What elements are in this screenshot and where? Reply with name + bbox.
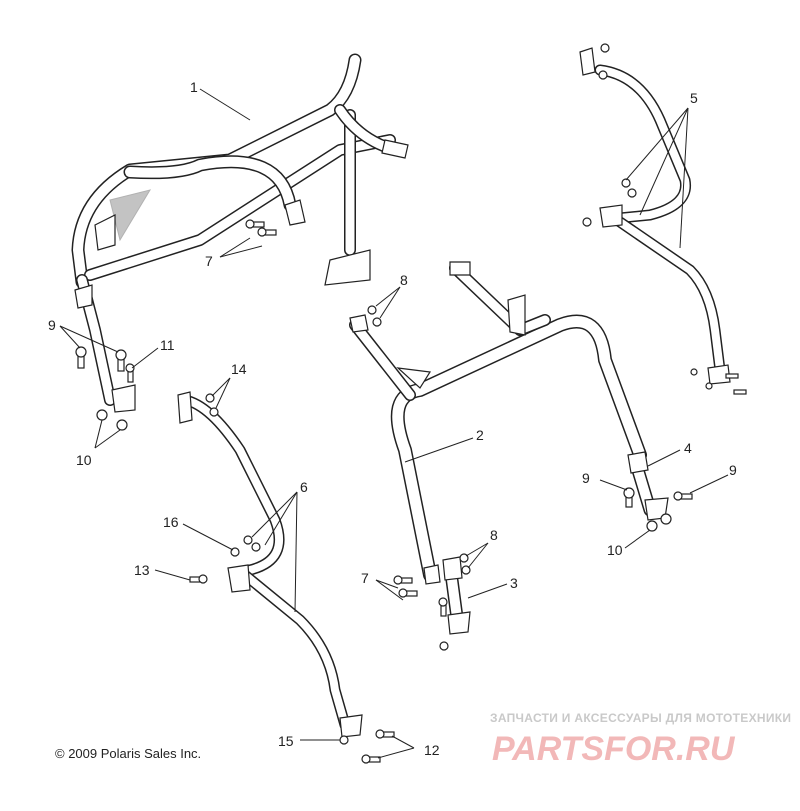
bolt-6-2 <box>251 542 261 552</box>
part-rear-cage <box>349 261 647 585</box>
callout-16: 16 <box>163 514 179 530</box>
nut-8-upper <box>367 305 377 315</box>
callout-15: 15 <box>278 733 294 749</box>
callout-8-lower: 8 <box>490 527 498 543</box>
callout-12: 12 <box>424 742 440 758</box>
watermark-logo: PARTSFOR.RU <box>492 730 736 768</box>
callout-14: 14 <box>231 361 247 377</box>
bolt-5-top-2 <box>598 70 608 80</box>
callout-10-right: 10 <box>607 542 623 558</box>
nut-5-low-2 <box>705 382 713 390</box>
bolt-5-low-2 <box>733 389 747 395</box>
nut-10-right-2 <box>660 513 672 525</box>
bolt-5-low <box>725 373 739 379</box>
watermark: ЗАПЧАСТИ И АКСЕССУАРЫ ДЛЯ МОТОТЕХНИКИ PA… <box>490 711 791 768</box>
bolt-7-lower-2 <box>398 588 418 598</box>
copyright-text: © 2009 Polaris Sales Inc. <box>55 746 201 761</box>
nut-10-left <box>96 409 108 421</box>
bolt-9-right-2 <box>673 491 693 501</box>
callout-2: 2 <box>476 427 484 443</box>
callout-7-lower: 7 <box>361 570 369 586</box>
nut-10-right <box>646 520 658 532</box>
nut-8-upper-2 <box>372 317 382 327</box>
bolt-12-2 <box>361 754 381 764</box>
callout-7-upper: 7 <box>205 253 213 269</box>
part-6-side-bar <box>177 391 363 738</box>
nut-10-left-2 <box>116 419 128 431</box>
callout-1: 1 <box>190 79 198 95</box>
part-5-side-bar <box>579 47 731 385</box>
callout-labels: 1 2 3 4 5 6 7 7 8 8 9 9 9 10 10 11 12 13… <box>48 79 737 758</box>
leader-lines <box>59 88 729 759</box>
callout-4: 4 <box>684 440 692 456</box>
callout-5: 5 <box>690 90 698 106</box>
watermark-tagline: ЗАПЧАСТИ И АКСЕССУАРЫ ДЛЯ МОТОТЕХНИКИ <box>490 711 791 725</box>
bolt-11 <box>125 363 135 383</box>
callout-8-upper: 8 <box>400 272 408 288</box>
bolt-9-right <box>623 487 635 508</box>
bolt-5-mid-2 <box>627 188 637 198</box>
bolt-12 <box>375 729 395 739</box>
callout-10-left: 10 <box>76 452 92 468</box>
nut-5-low <box>690 368 698 376</box>
bolt-3-lower <box>438 597 448 617</box>
part-front-cage <box>71 53 409 413</box>
part-4-bracket <box>627 451 669 521</box>
fasteners <box>75 43 747 764</box>
bolt-5-top <box>600 43 610 53</box>
callout-13: 13 <box>134 562 150 578</box>
bolt-13 <box>189 574 208 584</box>
nut-3-lower <box>439 641 449 651</box>
bolt-14-2 <box>209 407 219 417</box>
callout-3: 3 <box>510 575 518 591</box>
callout-11: 11 <box>160 337 175 353</box>
bolt-5-mid <box>621 178 631 188</box>
part-3-bracket <box>442 556 471 635</box>
bolt-9-left <box>75 346 87 369</box>
bolt-9-left-2 <box>115 349 127 372</box>
callout-9-right-b: 9 <box>729 462 737 478</box>
nut-5-mid <box>582 217 592 227</box>
bolt-7-upper-2 <box>257 227 277 237</box>
bolt-7-lower <box>393 575 413 585</box>
bolt-7-upper <box>245 219 265 229</box>
nut-15 <box>339 735 349 745</box>
callout-9-left: 9 <box>48 317 56 333</box>
callout-9-right-a: 9 <box>582 470 590 486</box>
callout-6: 6 <box>300 479 308 495</box>
bolt-6 <box>243 535 253 545</box>
